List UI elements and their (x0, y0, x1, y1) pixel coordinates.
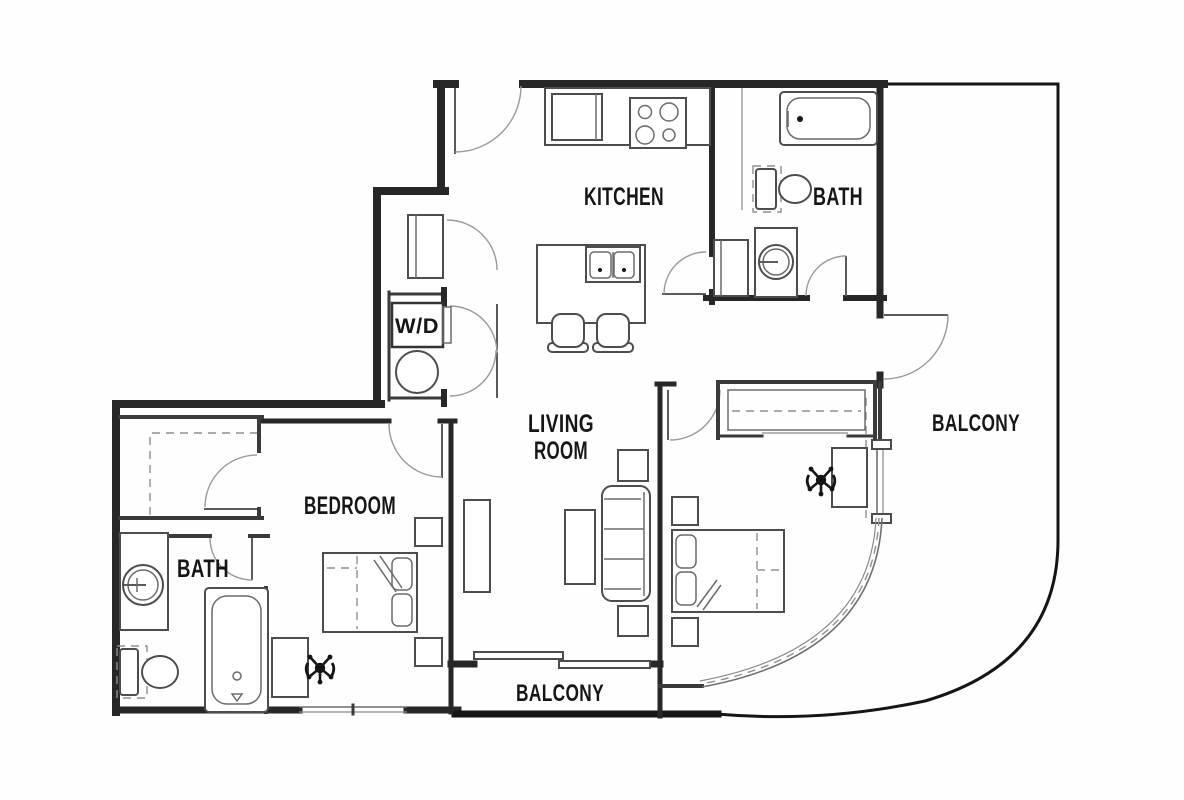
sliding-door-panel (473, 651, 564, 660)
curved-glass-wall (701, 517, 883, 688)
windows (299, 398, 892, 716)
bar-stools (547, 313, 634, 353)
washer-dryer-icon: W/D (390, 301, 452, 394)
walk-in-closet-door (204, 454, 258, 510)
bedroom-door (388, 423, 443, 478)
washer-dryer-label: W/D (395, 315, 439, 338)
refrigerator-icon (551, 93, 603, 141)
kitchen-door (662, 251, 707, 295)
balcony-right-label: BALCONY (932, 410, 1020, 437)
bed-icon (671, 529, 785, 613)
living-room-label-line2: ROOM (534, 437, 588, 465)
desk (831, 447, 868, 508)
closet (716, 380, 877, 440)
coat-closet-door (446, 219, 498, 271)
bed-icon (322, 552, 418, 633)
bedroom1 (271, 517, 443, 698)
kitchen (536, 87, 749, 353)
side-table (617, 449, 649, 482)
entry-closets: W/D (390, 214, 452, 394)
kitchen-island (536, 244, 646, 324)
nightstand (414, 517, 443, 547)
bedroom2-door (667, 389, 721, 441)
office-chair-icon (805, 465, 837, 498)
nightstand (671, 496, 699, 526)
dryer-drum-icon (395, 350, 439, 394)
sliding-door-panel (558, 660, 651, 669)
nightstand (414, 637, 443, 667)
room-labels: KITCHEN BATH BALCONY LIVING ROOM BEDROOM… (177, 183, 1020, 707)
living-room-label-line1: LIVING (528, 410, 594, 438)
office-chair-icon (304, 653, 336, 686)
upper-bath (752, 91, 878, 298)
laundry-closet-doors (449, 304, 498, 398)
sofa-icon (601, 485, 651, 602)
stove-icon (629, 97, 687, 149)
coffee-table (564, 509, 596, 585)
desk (271, 637, 309, 698)
upper-bath-door (805, 255, 847, 297)
toilet-icon (116, 645, 179, 699)
tv-console (463, 499, 491, 593)
entry-door (454, 85, 522, 154)
kitchen-label: KITCHEN (584, 183, 664, 211)
balcony-door (883, 314, 949, 380)
bathtub-icon (204, 587, 269, 713)
walk-in-closet (149, 432, 257, 515)
nightstand (671, 617, 699, 647)
living-room (463, 449, 651, 637)
walls (112, 80, 888, 719)
coat-closet (407, 214, 444, 279)
vanity-sink-icon (119, 532, 169, 631)
doors (204, 85, 949, 581)
bath-door (209, 537, 253, 581)
balcony-bottom-label: BALCONY (516, 680, 604, 707)
vanity-sink-icon (754, 227, 798, 298)
pantry-cabinet (713, 239, 749, 297)
lower-bath-label: BATH (177, 555, 229, 583)
upper-bath-label: BATH (813, 183, 863, 211)
toilet-icon (752, 165, 812, 213)
bedroom-label: BEDROOM (304, 492, 396, 520)
side-table (617, 605, 649, 637)
bedroom2 (671, 380, 877, 647)
bathtub-icon (779, 91, 878, 146)
balcony-outer-wall (714, 82, 1060, 719)
lower-bath (116, 532, 269, 713)
